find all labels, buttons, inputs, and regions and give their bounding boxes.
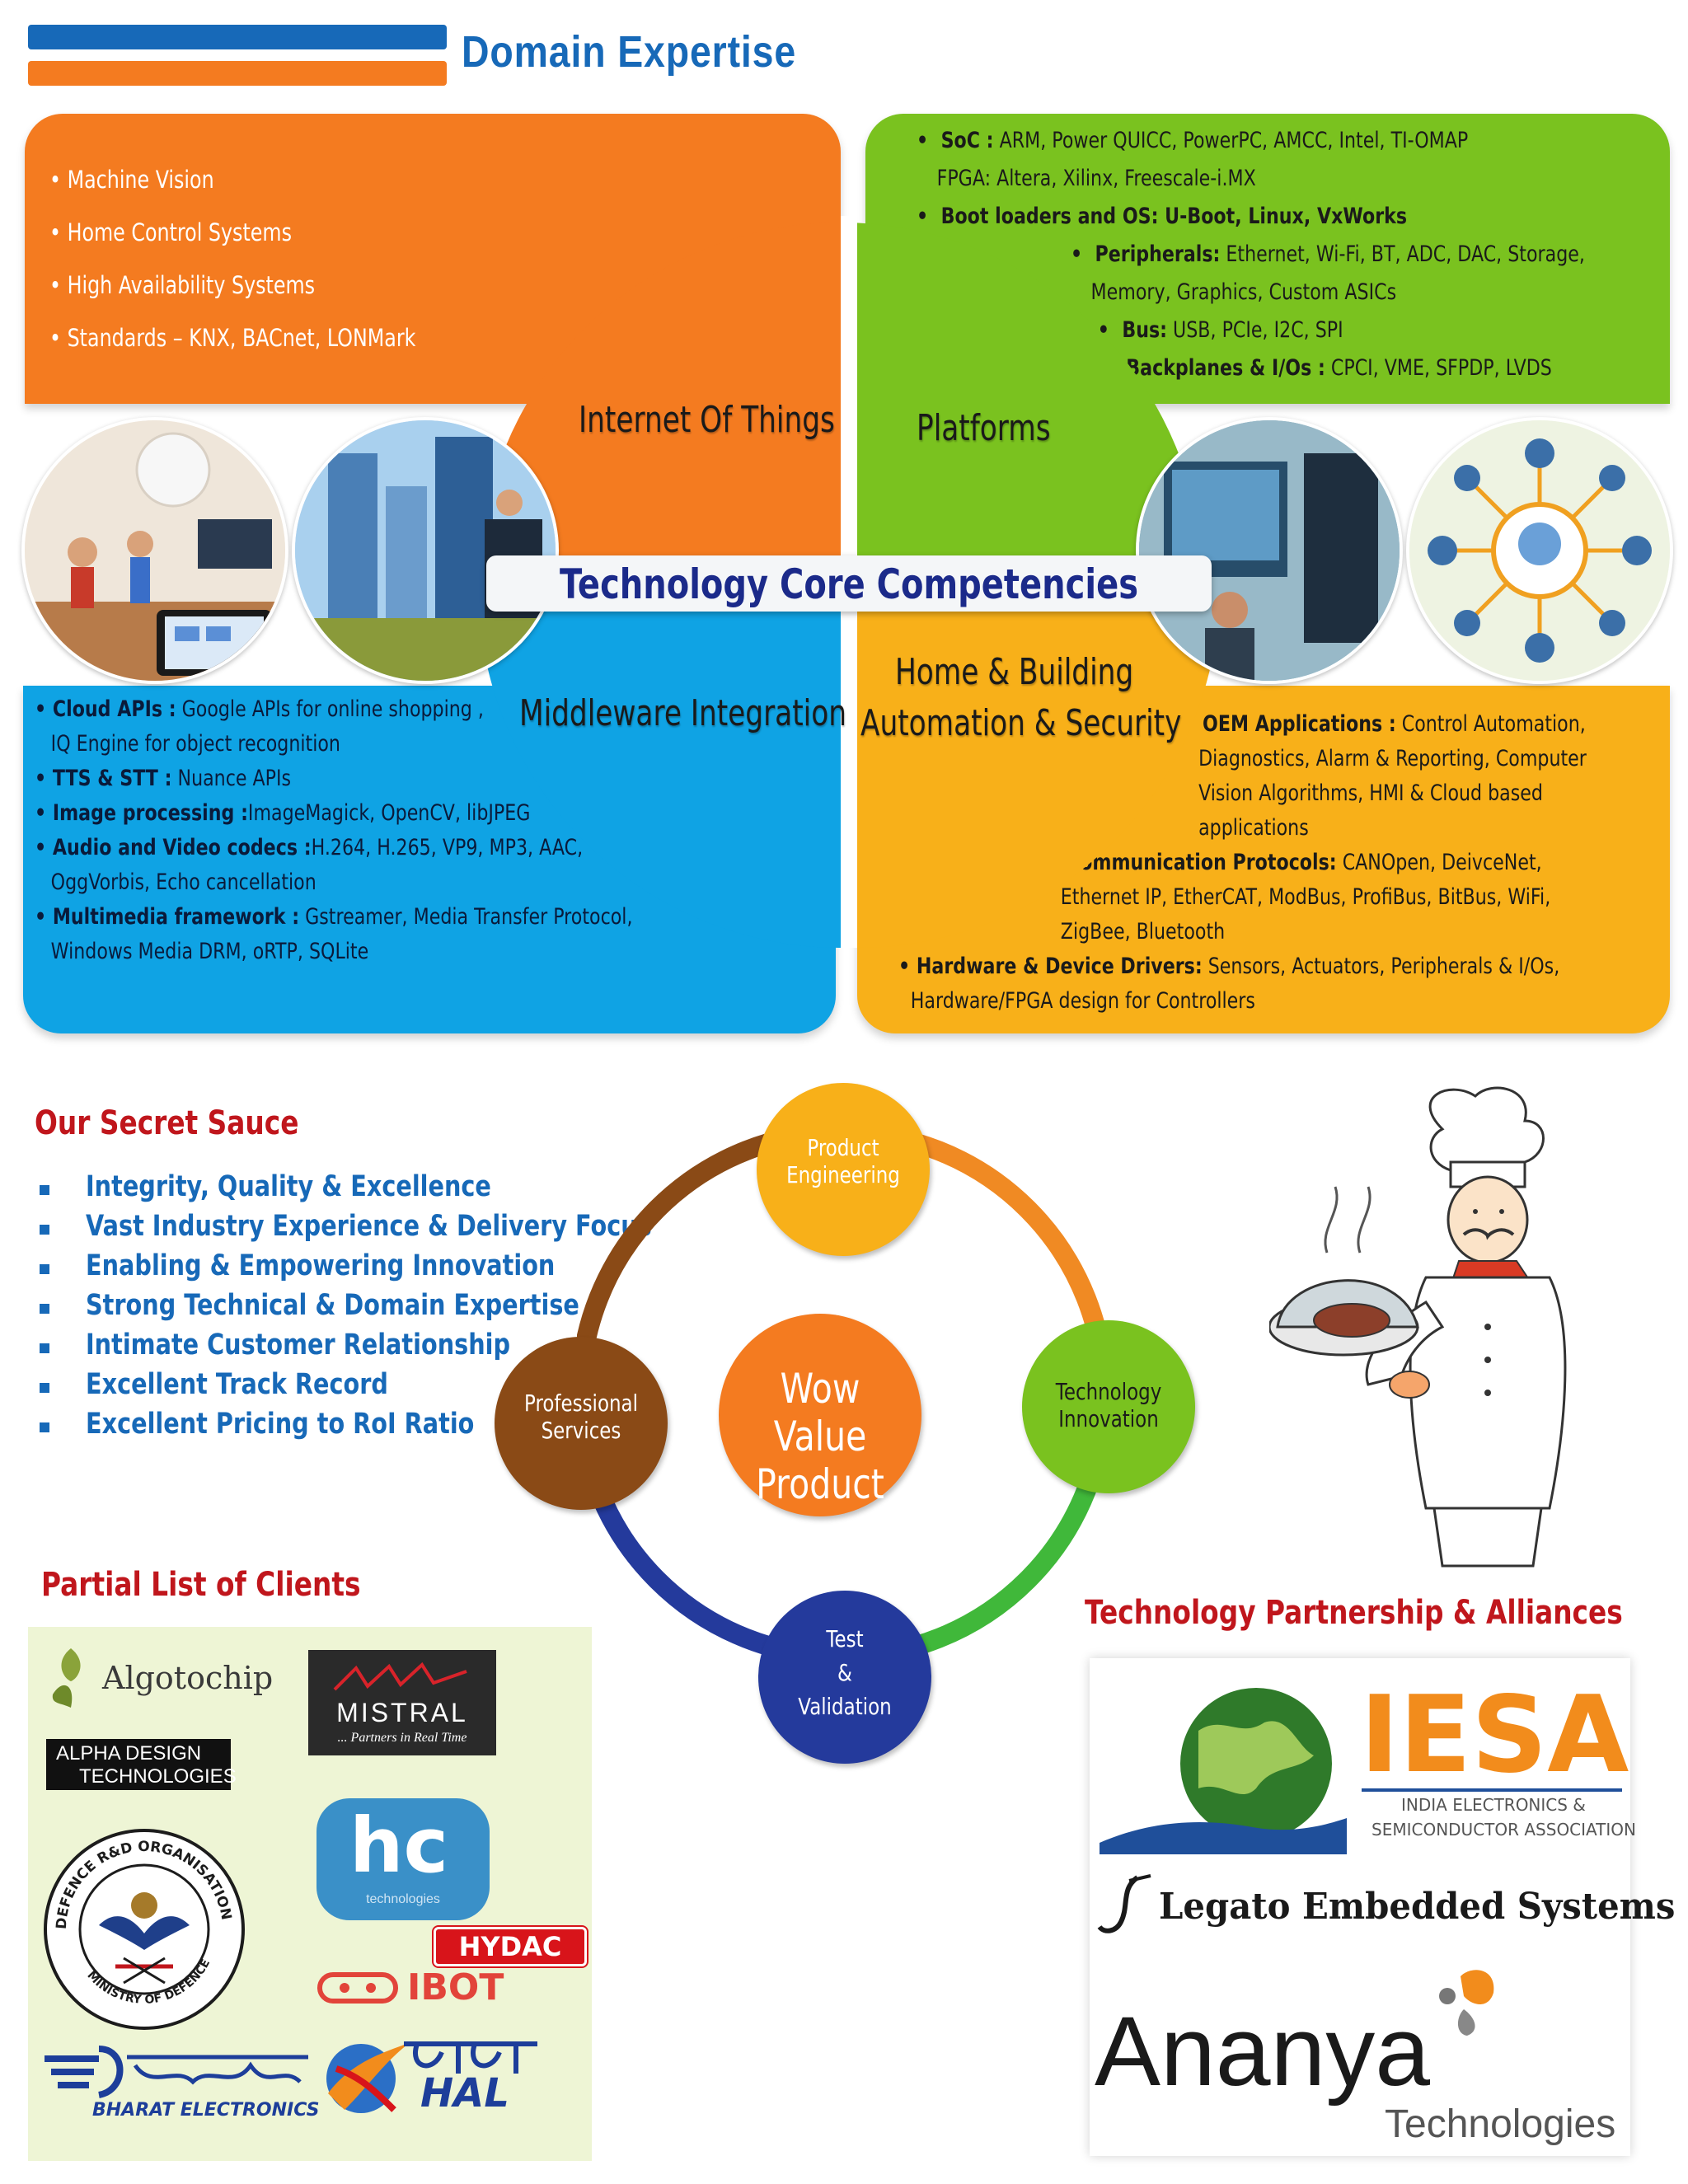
- legato-logo-icon: [1097, 1874, 1151, 1933]
- mistral-logo: MISTRAL ... Partners in Real Time: [308, 1650, 496, 1755]
- platforms-bus: • Bus: USB, PCIe, I2C, SPI: [1097, 317, 1343, 343]
- caption-middleware: Middleware Integration: [519, 692, 846, 734]
- iesa-logo: IESA: [1360, 1674, 1629, 1797]
- hydac-logo: HYDAC: [434, 1927, 587, 1966]
- mw-cloud: • Cloud APIs : Google APIs for online sh…: [35, 696, 484, 722]
- hc-logo: hc technologies: [316, 1798, 490, 1920]
- iesa-subtitle-2: SEMICONDUCTOR ASSOCIATION: [1372, 1820, 1636, 1840]
- home-list: • OEM Applications : Control Automation,…: [898, 707, 1587, 1019]
- mw-iq: IQ Engine for object recognition: [50, 731, 340, 757]
- platforms-list: • SoC : ARM, Power QUICC, PowerPC, AMCC,…: [917, 122, 1585, 387]
- core-band: Technology Core Competencies: [486, 555, 1212, 612]
- sauce-title: Our Secret Sauce: [35, 1104, 299, 1142]
- hal-logo-icon: [326, 2042, 410, 2113]
- cycle-center-node: Wow Value Product: [719, 1314, 921, 1516]
- legato-logo: Legato Embedded Systems: [1159, 1886, 1676, 1928]
- caption-platforms: Platforms: [917, 407, 1051, 449]
- mw-ogg: OggVorbis, Echo cancellation: [50, 869, 316, 895]
- mw-tts: • TTS & STT : Nuance APIs: [35, 766, 292, 791]
- drdo-seal: DEFENCE R&D ORGANISATION MINISTRY OF DEF…: [41, 1826, 247, 2032]
- iesa-subtitle-1: INDIA ELECTRONICS &: [1401, 1795, 1586, 1815]
- photo-smart-building: [292, 417, 559, 684]
- ananya-logo-icon: [1439, 1970, 1494, 2036]
- bel-logo-icon: [45, 2046, 308, 2098]
- photo-family-gaming: [21, 417, 288, 684]
- mw-windows: Windows Media DRM, oRTP, SQLite: [50, 939, 369, 964]
- home-diag: Diagnostics, Alarm & Reporting, Computer: [1198, 746, 1587, 771]
- cycle-professional-services: Professional Services: [495, 1337, 668, 1510]
- partners-logo-panel: [1090, 1658, 1630, 2156]
- home-vision: Vision Algorithms, HMI & Cloud based: [1198, 780, 1543, 806]
- alpha-design-logo: ALPHA DESIGN TECHNOLOGIES: [46, 1739, 237, 1790]
- iot-item: • Home Control Systems: [49, 218, 292, 246]
- bel-logo: BHARAT ELECTRONICS: [92, 2100, 320, 2121]
- platforms-memory: Memory, Graphics, Custom ASICs: [1090, 279, 1397, 305]
- cycle-technology-innovation: Technology Innovation: [1022, 1320, 1195, 1493]
- mw-codecs: • Audio and Video codecs :H.264, H.265, …: [35, 835, 584, 860]
- clients-title: Partial List of Clients: [41, 1566, 361, 1604]
- platforms-panel: • SoC : ARM, Power QUICC, PowerPC, AMCC,…: [865, 114, 1670, 404]
- home-hw: • Hardware & Device Drivers: Sensors, Ac…: [898, 954, 1560, 979]
- iesa-line: [1362, 1788, 1622, 1792]
- core-title: Technology Core Competencies: [559, 560, 1139, 608]
- platforms-soc: • SoC : ARM, Power QUICC, PowerPC, AMCC,…: [917, 128, 1469, 153]
- home-comm: • Communication Protocols: CANOpen, Deiv…: [1048, 850, 1542, 875]
- caption-home-2: Automation & Security: [860, 702, 1182, 744]
- ananya-logo: Ananya: [1095, 1996, 1430, 2107]
- ananya-tagline: Technologies: [1385, 2102, 1616, 2146]
- core-circle: [478, 223, 1203, 585]
- platforms-peripherals: • Peripherals: Ethernet, Wi-Fi, BT, ADC,…: [1070, 241, 1585, 267]
- iesa-globe-icon: [1100, 1688, 1347, 1854]
- cycle-product-engineering: Product Engineering: [757, 1083, 930, 1256]
- header-bar-orange: [28, 61, 447, 86]
- page-title: Domain Expertise: [462, 27, 797, 77]
- iot-item: • Standards – KNX, BACnet, LONMark: [49, 324, 416, 352]
- iot-item: • High Availability Systems: [49, 271, 316, 299]
- iot-list: • Machine Vision • Home Control Systems …: [49, 153, 415, 364]
- home-apps: applications: [1198, 815, 1309, 841]
- ibot-logo-icon: [317, 1972, 398, 2004]
- mw-image: • Image processing :ImageMagick, OpenCV,…: [35, 800, 531, 826]
- platforms-boot: • Boot loaders and OS: U-Boot, Linux, Vx…: [917, 204, 1408, 229]
- iot-item: • Machine Vision: [49, 166, 214, 194]
- chef-illustration: [1269, 1086, 1567, 1568]
- platforms-backplanes: • Backplanes & I/Os : CPCI, VME, SFPDP, …: [1102, 355, 1552, 381]
- partners-title: Technology Partnership & Alliances: [1085, 1594, 1623, 1632]
- algotochip-logo: Algotochip: [102, 1660, 274, 1696]
- caption-iot: Internet Of Things: [579, 399, 835, 441]
- home-fpga: Hardware/FPGA design for Controllers: [910, 988, 1255, 1014]
- header-bar-blue: [28, 25, 447, 49]
- middleware-list: • Cloud APIs : Google APIs for online sh…: [35, 692, 632, 969]
- home-zigbee: ZigBee, Bluetooth: [1060, 919, 1226, 944]
- platforms-fpga: FPGA: Altera, Xilinx, Freescale-i.MX: [936, 166, 1256, 191]
- core-quarter-platforms: [841, 223, 1203, 585]
- ibot-logo: IBOT: [407, 1966, 504, 2008]
- algotochip-logo-icon: [52, 1648, 81, 1708]
- hal-logo: HAL: [420, 2070, 509, 2116]
- home-panel: • OEM Applications : Control Automation,…: [857, 686, 1670, 1033]
- hal-hindi-mark: [404, 2041, 537, 2074]
- home-ethernet: Ethernet IP, EtherCAT, ModBus, ProfiBus,…: [1060, 884, 1551, 910]
- photo-engineer-monitor: [1136, 417, 1403, 684]
- core-quarter-iot: [478, 223, 841, 585]
- mw-multimedia: • Multimedia framework : Gstreamer, Medi…: [35, 904, 633, 930]
- photo-iot-network: [1406, 417, 1673, 684]
- caption-home-1: Home & Building: [895, 651, 1134, 693]
- cycle-test-validation: Test & Validation: [758, 1591, 931, 1764]
